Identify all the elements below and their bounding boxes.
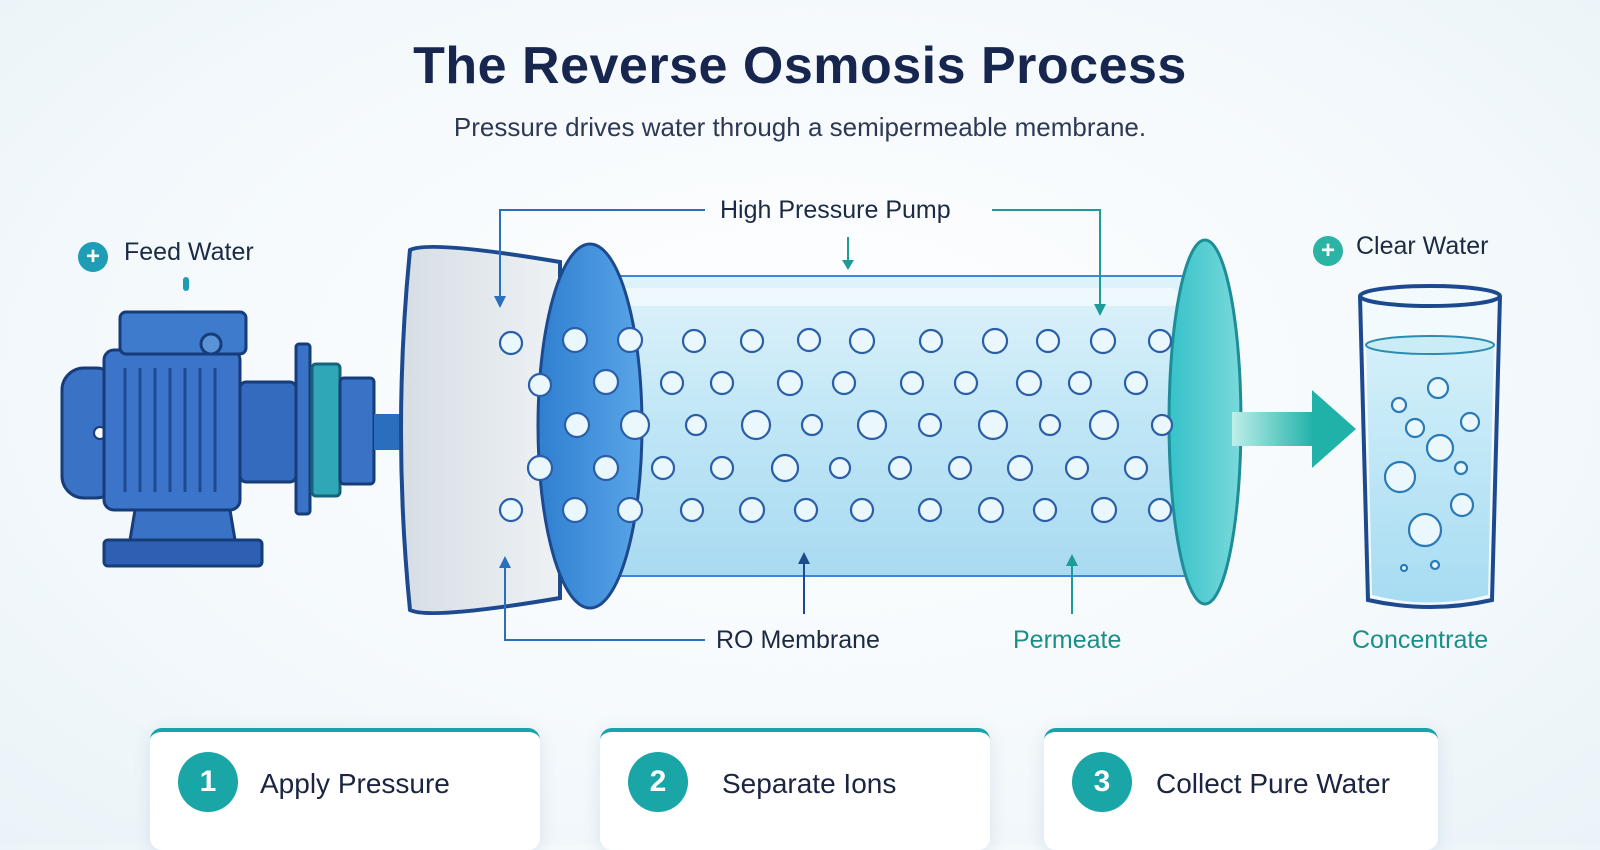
arrow-right-icon <box>1232 390 1356 468</box>
concentrate-label: Concentrate <box>1352 626 1489 654</box>
step-number-badge: 3 <box>1072 752 1132 812</box>
permeate-label: Permeate <box>1013 626 1122 654</box>
step-number-badge: 1 <box>178 752 238 812</box>
page-subtitle: Pressure drives water through a semiperm… <box>453 112 1147 142</box>
ro-membrane-label: RO Membrane <box>716 626 880 654</box>
page-title: The Reverse Osmosis Process <box>413 37 1187 95</box>
bubble-icon <box>498 326 1174 524</box>
membrane-outlet-cap <box>1167 238 1243 606</box>
glass-icon <box>1358 284 1502 609</box>
step-label: Apply Pressure <box>260 768 450 799</box>
step-label: Separate Ions <box>722 768 897 799</box>
membrane-housing <box>399 244 562 616</box>
step-card-collect-pure-water: 3 Collect Pure Water <box>1044 728 1438 850</box>
step-label: Collect Pure Water <box>1156 768 1390 799</box>
feed-water-label: Feed Water <box>124 238 254 266</box>
pump-icon <box>60 310 376 568</box>
clear-water-label: Clear Water <box>1356 232 1489 260</box>
step-card-separate-ions: 2 Separate Ions <box>600 728 990 850</box>
step-number-badge: 2 <box>628 752 688 812</box>
feed-water-plus-icon: + <box>78 242 108 272</box>
step-card-apply-pressure: 1 Apply Pressure <box>150 728 540 850</box>
clear-water-plus-icon: + <box>1313 236 1343 266</box>
high-pressure-pump-label: High Pressure Pump <box>720 196 951 224</box>
callout-lines <box>183 209 1106 641</box>
